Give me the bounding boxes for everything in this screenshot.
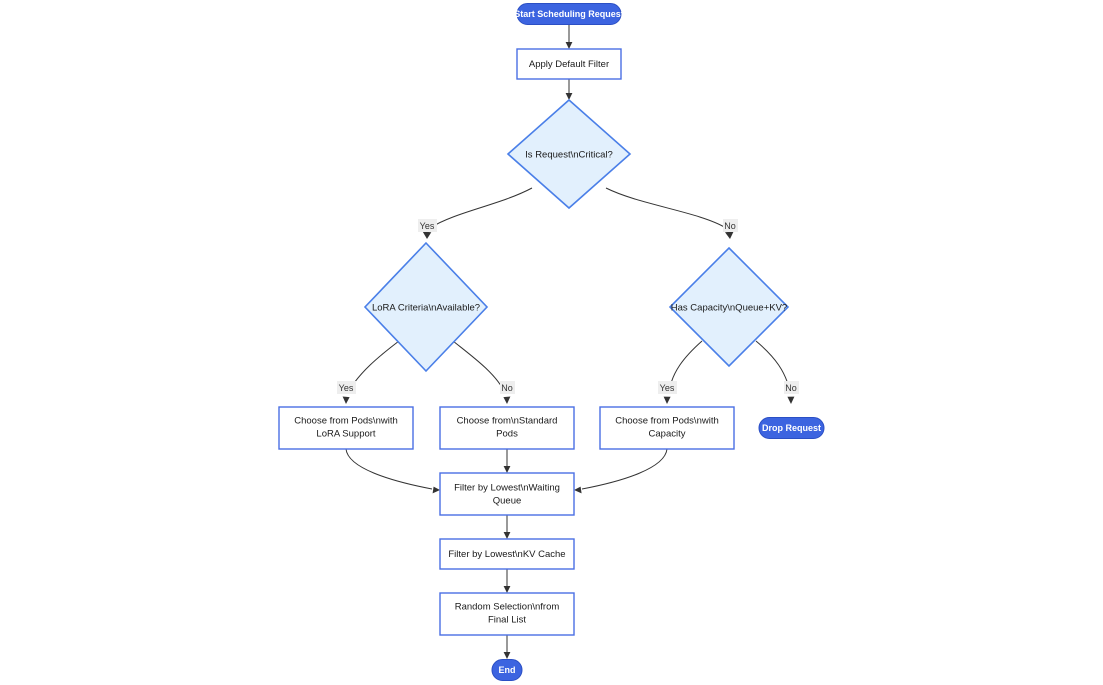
node-is-request-critical[interactable]: Is Request\nCritical? <box>506 98 632 210</box>
node-end[interactable]: End <box>491 659 523 681</box>
edge-label-lora-yes: Yes <box>337 381 356 394</box>
edge-label-capacity-no: No <box>784 381 799 394</box>
edge-line <box>452 340 506 393</box>
edge-label-critical-no: No <box>723 219 738 232</box>
node-shape-rect[interactable] <box>439 472 575 516</box>
node-shape-diamond[interactable] <box>363 241 489 373</box>
arrow-head-icon <box>503 466 511 473</box>
node-shape-diamond[interactable] <box>668 246 790 368</box>
node-layer: Start Scheduling Request Apply Default F… <box>278 3 825 681</box>
arrow-head-icon <box>503 586 511 593</box>
node-label-line2: Pods <box>496 429 518 440</box>
node-label: Drop Request <box>762 423 821 433</box>
arrow-head-icon <box>787 396 795 404</box>
node-label: End <box>499 665 516 675</box>
edge-capacity-to-drop <box>755 340 795 404</box>
node-apply-default-filter[interactable]: Apply Default Filter <box>516 48 622 80</box>
edge-critical-to-capacity <box>605 187 734 239</box>
node-shape-diamond[interactable] <box>506 98 632 210</box>
edge-critical-to-lora <box>422 187 533 239</box>
edge-label-background <box>337 381 356 394</box>
node-choose-pods-lora-support[interactable]: Choose from Pods\nwith LoRA Support <box>278 406 414 450</box>
arrow-head-icon <box>574 486 582 494</box>
edge-label-background <box>500 381 515 394</box>
edge-line <box>581 448 668 490</box>
edge-label-capacity-yes: Yes <box>658 381 677 394</box>
edge-label: No <box>785 383 797 393</box>
edge-label: Yes <box>420 221 435 231</box>
node-label-line2: Queue <box>493 496 522 507</box>
node-shape-rect[interactable] <box>439 592 575 636</box>
edge-filter-queue-to-filter-kv <box>503 515 511 539</box>
edge-line <box>429 187 533 229</box>
node-label-line2: Capacity <box>649 429 686 440</box>
node-shape-stadium[interactable] <box>516 3 622 25</box>
node-label: Is Request\nCritical? <box>525 150 613 161</box>
node-choose-standard-pods[interactable]: Choose from\nStandard Pods <box>439 406 575 450</box>
edge-label-critical-yes: Yes <box>418 219 437 232</box>
edge-label-layer: Yes No Yes No Yes No <box>337 219 799 394</box>
edge-label: Yes <box>339 383 354 393</box>
edge-lora-to-pods-lora <box>342 340 400 404</box>
node-label: Apply Default Filter <box>529 59 609 70</box>
edge-label: No <box>724 221 736 231</box>
node-drop-request[interactable]: Drop Request <box>758 417 825 439</box>
edge-line <box>345 448 433 490</box>
arrow-head-icon <box>725 231 734 239</box>
node-random-selection[interactable]: Random Selection\nfrom Final List <box>439 592 575 636</box>
node-label-line2: LoRA Support <box>316 429 376 440</box>
arrow-head-icon <box>565 42 573 49</box>
arrow-head-icon <box>503 532 511 539</box>
arrow-head-icon <box>422 231 432 239</box>
node-lora-criteria-available[interactable]: LoRA Criteria\nAvailable? <box>363 241 489 373</box>
edge-line <box>605 187 727 229</box>
edge-label-background <box>418 219 437 232</box>
node-shape-rect[interactable] <box>278 406 414 450</box>
node-label-line1: Choose from\nStandard <box>457 416 558 427</box>
edge-lora-to-pods-std <box>452 340 511 404</box>
node-label-line2: Final List <box>488 615 526 626</box>
node-label-line1: Random Selection\nfrom <box>455 602 560 613</box>
arrow-head-icon <box>663 396 671 404</box>
node-shape-rect[interactable] <box>439 406 575 450</box>
edge-label-background <box>784 381 799 394</box>
node-shape-stadium[interactable] <box>758 417 825 439</box>
edge-random-to-end <box>503 635 511 659</box>
edge-start-to-default <box>565 25 573 49</box>
arrow-head-icon <box>503 396 511 404</box>
edge-pods-cap-to-filter-queue <box>574 448 668 494</box>
node-label: Has Capacity\nQueue+KV? <box>671 303 787 314</box>
arrow-head-icon <box>342 396 350 404</box>
edge-capacity-to-pods-cap <box>663 340 703 404</box>
node-label-line1: Filter by Lowest\nWaiting <box>454 483 560 494</box>
node-shape-rect[interactable] <box>439 538 575 570</box>
edge-pods-lora-to-filter-queue <box>345 448 440 494</box>
edge-pods-std-to-filter-queue <box>503 449 511 473</box>
edge-label-background <box>658 381 677 394</box>
node-label-line1: Choose from Pods\nwith <box>294 416 398 427</box>
node-label: Filter by Lowest\nKV Cache <box>448 549 565 560</box>
node-filter-waiting-queue[interactable]: Filter by Lowest\nWaiting Queue <box>439 472 575 516</box>
node-label-line1: Choose from Pods\nwith <box>615 416 719 427</box>
edge-filter-kv-to-random <box>503 569 511 593</box>
node-choose-pods-capacity[interactable]: Choose from Pods\nwith Capacity <box>599 406 735 450</box>
edge-default-to-critical <box>565 79 573 100</box>
node-shape-stadium[interactable] <box>491 659 523 681</box>
node-start[interactable]: Start Scheduling Request <box>514 3 624 25</box>
node-label: Start Scheduling Request <box>514 9 624 19</box>
edge-layer <box>342 25 795 659</box>
edge-label-lora-no: No <box>500 381 515 394</box>
node-has-capacity-queue-kv[interactable]: Has Capacity\nQueue+KV? <box>668 246 790 368</box>
arrow-head-icon <box>565 93 573 100</box>
edge-label-background <box>723 219 738 232</box>
arrow-head-icon <box>432 486 440 494</box>
arrow-head-icon <box>503 652 511 659</box>
node-label: LoRA Criteria\nAvailable? <box>372 303 480 314</box>
node-filter-kv-cache[interactable]: Filter by Lowest\nKV Cache <box>439 538 575 570</box>
edge-label: Yes <box>660 383 675 393</box>
edge-label: No <box>501 383 513 393</box>
node-shape-rect[interactable] <box>599 406 735 450</box>
node-shape-rect[interactable] <box>516 48 622 80</box>
